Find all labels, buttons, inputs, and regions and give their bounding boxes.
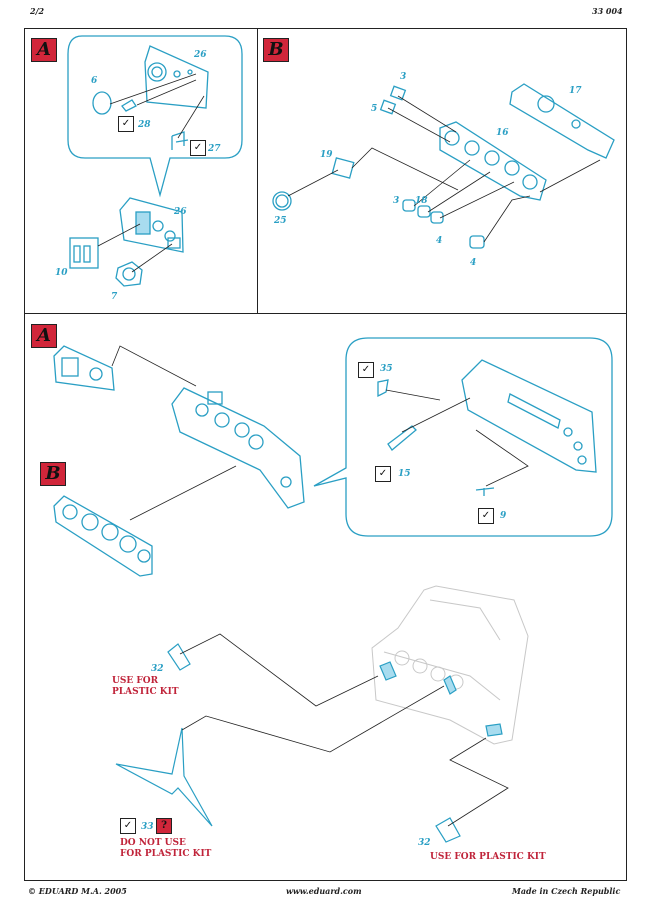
section-badge-a-top: A xyxy=(31,38,57,62)
part-10 xyxy=(69,237,99,269)
part-17 xyxy=(509,83,615,159)
note-use-plastic-1b: PLASTIC KIT xyxy=(112,687,179,697)
part-b-panel xyxy=(53,495,153,577)
label-4-a: 4 xyxy=(436,236,443,246)
label-5: 5 xyxy=(371,104,378,114)
origin: Made in Czech Republic xyxy=(512,886,621,896)
note-use-plastic-1a: USE FOR xyxy=(112,676,159,686)
part-26-plate xyxy=(144,45,209,109)
label-15: 15 xyxy=(398,469,411,479)
label-6: 6 xyxy=(91,76,98,86)
label-4-b: 4 xyxy=(470,258,477,268)
detail-bubble-b xyxy=(313,337,613,537)
label-35: 35 xyxy=(380,364,393,374)
label-28: 28 xyxy=(138,120,151,130)
label-3-top: 3 xyxy=(400,72,407,82)
bend-icon-15: ✓ xyxy=(375,466,391,482)
instrument-panel xyxy=(171,387,305,509)
part-16 xyxy=(439,121,547,201)
part-19 xyxy=(331,157,355,179)
bend-icon-35: ✓ xyxy=(358,362,374,378)
label-17: 17 xyxy=(569,86,582,96)
label-7: 7 xyxy=(111,292,118,302)
part-7 xyxy=(115,261,143,287)
part-27 xyxy=(171,131,189,150)
part-4-a xyxy=(430,211,444,224)
part-33 xyxy=(115,727,213,827)
label-16: 16 xyxy=(496,128,509,138)
part-9 xyxy=(475,487,495,496)
copyright: © EDUARD M.A. 2005 xyxy=(28,886,127,896)
part-dash-frame xyxy=(461,359,597,473)
part-3-lower xyxy=(402,199,416,212)
part-a-panel xyxy=(53,345,115,391)
part-28 xyxy=(121,99,137,112)
section-badge-b-top: B xyxy=(263,38,289,62)
bend-icon-28: ✓ xyxy=(118,116,134,132)
part-3-top xyxy=(389,85,407,101)
label-26-lower: 26 xyxy=(174,207,187,217)
section-badge-a-bottom: A xyxy=(31,324,57,348)
label-27: 27 xyxy=(208,144,221,154)
label-33: 33 xyxy=(141,822,154,832)
kit-code: 33 004 xyxy=(592,6,623,16)
section-badge-b-bottom: B xyxy=(40,462,66,486)
label-32-top: 32 xyxy=(151,664,164,674)
note-use-plastic-2: USE FOR PLASTIC KIT xyxy=(430,852,546,862)
label-26-bubble: 26 xyxy=(194,50,207,60)
cockpit-outline xyxy=(371,585,529,745)
part-5 xyxy=(379,99,397,115)
part-35 xyxy=(377,379,389,398)
part-32-top xyxy=(167,643,191,671)
website-link[interactable]: www.eduard.com xyxy=(286,886,362,896)
label-19: 19 xyxy=(320,150,333,160)
part-15 xyxy=(387,425,417,451)
gauge-ring xyxy=(147,62,167,82)
part-26-lower xyxy=(119,197,184,253)
part-18 xyxy=(417,205,431,218)
label-10: 10 xyxy=(55,268,68,278)
label-25: 25 xyxy=(274,216,287,226)
part-6 xyxy=(92,91,112,115)
page-number: 2/2 xyxy=(30,6,45,16)
bend-icon-33: ✓ xyxy=(120,818,136,834)
bend-icon-27: ✓ xyxy=(190,140,206,156)
note-dont-use-a: DO NOT USE xyxy=(120,838,186,848)
bottom-panel xyxy=(24,313,627,881)
detail-bubble-a xyxy=(67,35,243,198)
label-18: 18 xyxy=(415,196,428,206)
label-3-lower: 3 xyxy=(393,196,400,206)
part-32-bottom xyxy=(435,817,461,843)
bend-icon-9: ✓ xyxy=(478,508,494,524)
label-32-bottom: 32 xyxy=(418,838,431,848)
question-icon: ? xyxy=(156,818,172,834)
part-4-b xyxy=(469,235,485,249)
label-9: 9 xyxy=(500,511,507,521)
part-25 xyxy=(272,191,292,211)
note-dont-use-b: FOR PLASTIC KIT xyxy=(120,849,212,859)
